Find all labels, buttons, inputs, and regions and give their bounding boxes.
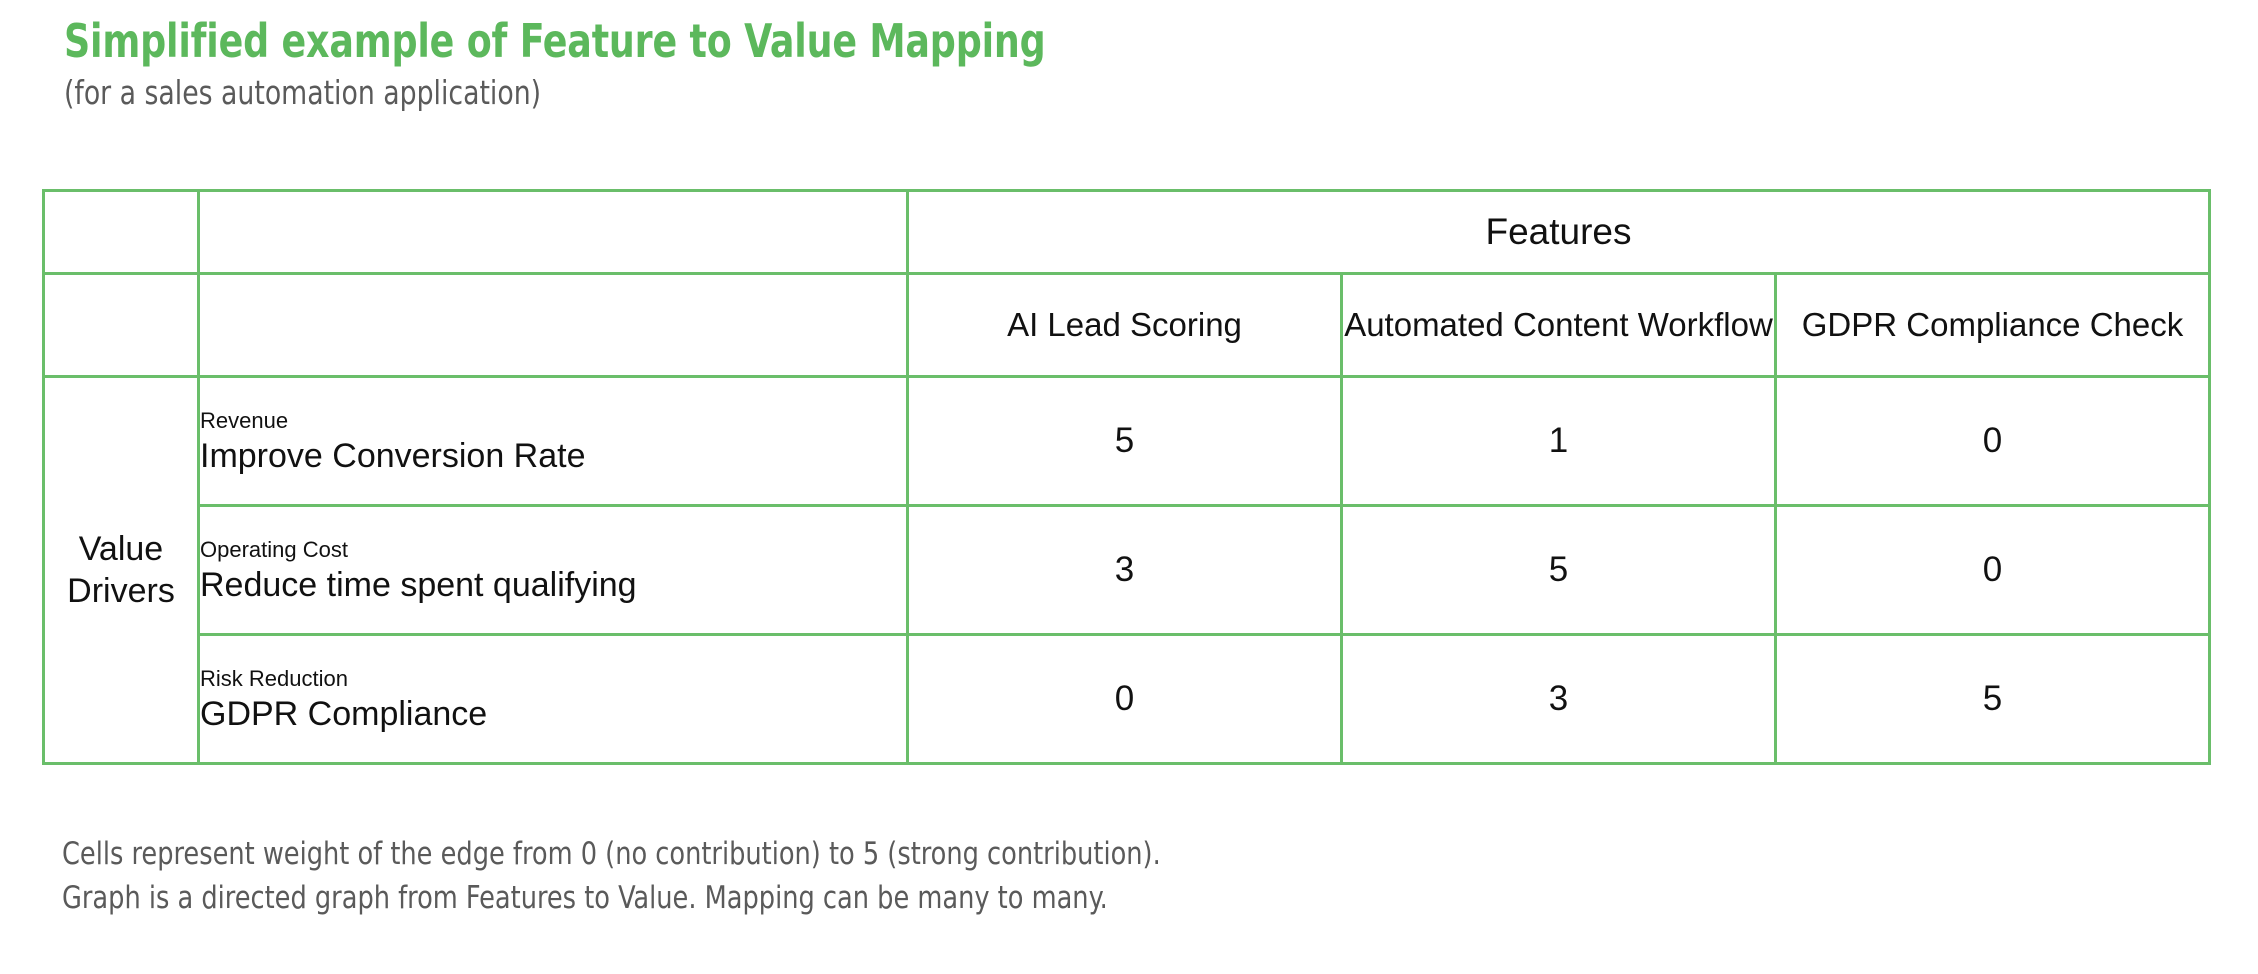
value-drivers-group-header: Value Drivers bbox=[42, 375, 200, 765]
table-row-feature-headers: AI Lead Scoring Automated Content Workfl… bbox=[42, 272, 2211, 378]
footnote-line-1: Cells represent weight of the edge from … bbox=[62, 836, 1161, 872]
score-revenue-ai-lead-scoring: 5 bbox=[906, 375, 1343, 507]
score-risk-reduction-ai-lead-scoring: 0 bbox=[906, 633, 1343, 765]
score-revenue-gdpr-compliance-check: 0 bbox=[1774, 375, 2211, 507]
driver-category-operating-cost: Operating Cost bbox=[200, 536, 348, 562]
value-drivers-label-line1: Value bbox=[78, 530, 164, 568]
driver-category-revenue: Revenue bbox=[200, 407, 289, 433]
feature-value-matrix-wrapper: Features AI Lead Scoring Automated Conte… bbox=[42, 189, 2211, 765]
corner-cell-mid-mid bbox=[197, 272, 909, 378]
driver-cell-operating-cost: Operating Cost Reduce time spent qualify… bbox=[197, 504, 909, 636]
driver-name-gdpr-compliance: GDPR Compliance bbox=[200, 694, 488, 733]
driver-name-improve-conversion-rate: Improve Conversion Rate bbox=[200, 436, 586, 475]
table-row-operating-cost: Operating Cost Reduce time spent qualify… bbox=[44, 504, 2211, 636]
score-risk-reduction-automated-content-workflow: 3 bbox=[1340, 633, 1777, 765]
driver-name-reduce-time-spent-qualifying: Reduce time spent qualifying bbox=[200, 565, 637, 604]
value-drivers-label-line2: Drivers bbox=[67, 572, 175, 610]
page-subtitle: (for a sales automation application) bbox=[64, 73, 542, 112]
score-risk-reduction-gdpr-compliance-check: 5 bbox=[1774, 633, 2211, 765]
table-row-risk-reduction: Risk Reduction GDPR Compliance 0 3 5 bbox=[44, 633, 2211, 765]
driver-category-risk-reduction: Risk Reduction bbox=[200, 665, 348, 691]
feature-header-ai-lead-scoring: AI Lead Scoring bbox=[906, 272, 1343, 378]
corner-cell-mid-left bbox=[42, 272, 200, 378]
table-row-revenue: Value Drivers Revenue Improve Conversion… bbox=[42, 375, 2211, 765]
footnotes-block: Cells represent weight of the edge from … bbox=[62, 832, 2162, 920]
score-revenue-automated-content-workflow: 1 bbox=[1340, 375, 1777, 507]
score-operating-cost-ai-lead-scoring: 3 bbox=[906, 504, 1343, 636]
feature-header-automated-content-workflow: Automated Content Workflow bbox=[1340, 272, 1777, 378]
table-row-features-group: Features bbox=[42, 189, 2211, 275]
feature-header-gdpr-compliance-check: GDPR Compliance Check bbox=[1774, 272, 2211, 378]
driver-cell-revenue: Revenue Improve Conversion Rate bbox=[197, 375, 909, 507]
features-group-header: Features bbox=[906, 189, 2211, 275]
corner-cell-top-mid bbox=[197, 189, 909, 275]
page-title: Simplified example of Feature to Value M… bbox=[64, 14, 1046, 68]
score-operating-cost-automated-content-workflow: 5 bbox=[1340, 504, 1777, 636]
heading-block: Simplified example of Feature to Value M… bbox=[64, 12, 2164, 114]
score-operating-cost-gdpr-compliance-check: 0 bbox=[1774, 504, 2211, 636]
feature-value-matrix: Features AI Lead Scoring Automated Conte… bbox=[42, 189, 2211, 765]
corner-cell-top-left bbox=[42, 189, 200, 275]
driver-cell-risk-reduction: Risk Reduction GDPR Compliance bbox=[197, 633, 909, 765]
footnote-line-2: Graph is a directed graph from Features … bbox=[62, 880, 1108, 916]
